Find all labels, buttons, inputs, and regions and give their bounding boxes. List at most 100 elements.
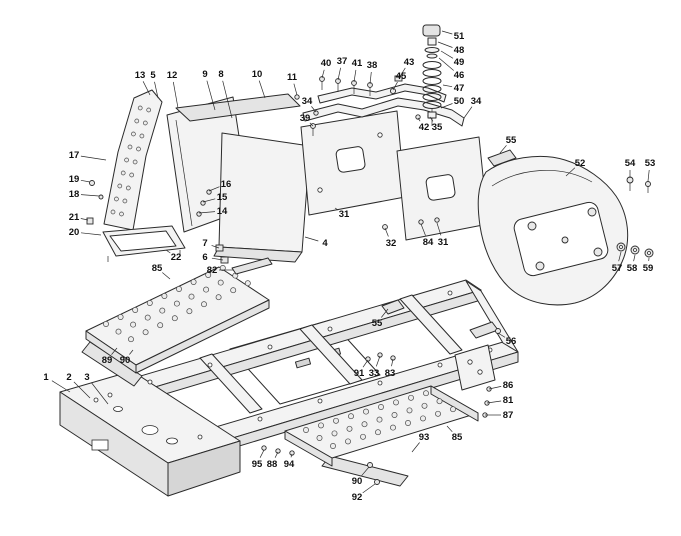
part-callout-55-49: 55 <box>372 318 383 329</box>
callout-leader-31-38 <box>334 207 339 211</box>
perforation-dot <box>119 211 124 217</box>
callout-leader-49-15 <box>440 50 454 59</box>
perforation-dot <box>120 170 126 176</box>
callout-leader-21-27 <box>80 218 89 221</box>
part-callout-56-50: 56 <box>506 336 517 347</box>
perforation-dot <box>376 416 383 423</box>
part-callout-53-45: 53 <box>645 158 656 169</box>
part-callout-40-7: 40 <box>321 58 332 69</box>
callout-leader-40-7 <box>321 69 325 79</box>
callout-leader-53-45 <box>647 169 650 182</box>
part-callout-17-24: 17 <box>69 150 80 161</box>
callout-leader-52-43 <box>565 167 576 177</box>
callout-leader-85-35 <box>162 272 171 280</box>
perforation-dot <box>122 198 128 204</box>
bottom-tray <box>102 225 186 262</box>
part-callout-88-65: 88 <box>267 459 278 470</box>
chassis-frame <box>59 279 519 497</box>
callout-leader-37-8 <box>337 67 341 81</box>
part-callout-83-58: 83 <box>385 368 396 379</box>
perforation-dot <box>173 300 180 307</box>
callout-leader-84-40 <box>420 223 426 236</box>
fender-cover <box>477 149 654 306</box>
perforation-dot <box>406 407 413 414</box>
perforation-dot <box>375 429 381 436</box>
part-callout-31-38: 31 <box>339 209 350 220</box>
part-callout-12-2: 12 <box>167 70 178 81</box>
perforation-dot <box>142 120 148 126</box>
callout-leader-33-57 <box>375 355 381 367</box>
callout-leader-43-11 <box>398 67 406 79</box>
part-callout-35-23: 35 <box>432 122 443 133</box>
perforation-dot <box>244 280 251 287</box>
perforation-dot <box>159 307 166 314</box>
perforation-dot <box>132 307 139 313</box>
callout-leader-38-10 <box>369 71 372 85</box>
perforation-dot <box>391 412 398 418</box>
perforation-dot <box>346 425 353 432</box>
part-callout-93-62: 93 <box>419 432 430 443</box>
perforation-dot <box>161 293 168 299</box>
part-callout-90-52: 90 <box>120 355 131 366</box>
part-callout-55-42: 55 <box>506 135 517 146</box>
part-callout-46-16: 46 <box>454 70 465 81</box>
left-perforated-bracket <box>86 89 163 231</box>
part-callout-33-57: 33 <box>369 368 380 379</box>
callout-leader-14-31 <box>198 211 216 214</box>
callout-leader-19-25 <box>80 179 91 183</box>
part-callout-82-34: 82 <box>207 265 218 276</box>
callout-leader-56-50 <box>497 332 506 338</box>
perforation-dot <box>171 315 178 322</box>
callout-leader-83-58 <box>391 358 394 367</box>
perforation-dot <box>137 105 143 111</box>
perforation-dot <box>219 265 226 271</box>
perforation-dot <box>144 314 151 321</box>
callout-leader-41-9 <box>353 69 357 83</box>
perforation-dot <box>128 336 134 343</box>
perforation-dot <box>423 390 429 397</box>
perforation-dot <box>131 131 136 137</box>
callout-leader-4-37 <box>304 236 319 242</box>
part-callout-86-59: 86 <box>503 380 514 391</box>
part-callout-13-0: 13 <box>135 70 146 81</box>
callout-leader-85-63 <box>446 425 453 433</box>
callout-leader-1-53 <box>51 380 71 393</box>
perforation-dot <box>130 321 137 328</box>
perforation-dot <box>124 157 129 163</box>
part-callout-87-61: 87 <box>503 410 514 421</box>
callout-leader-8-4 <box>222 80 233 119</box>
callout-leader-51-13 <box>441 30 453 35</box>
perforation-dot <box>318 422 324 429</box>
perforation-dot <box>132 159 138 165</box>
callout-leader-5-1 <box>154 81 159 99</box>
part-callout-85-63: 85 <box>452 432 463 443</box>
part-callout-9-3: 9 <box>202 69 207 80</box>
callout-leader-94-66 <box>290 453 293 458</box>
part-callout-92-68: 92 <box>352 492 363 503</box>
part-callout-47-17: 47 <box>454 83 465 94</box>
left-footrest-plate <box>81 265 270 387</box>
perforation-dot <box>217 279 224 286</box>
callout-leader-91-56 <box>362 359 369 368</box>
part-callout-16-29: 16 <box>221 179 232 190</box>
perforation-dot <box>420 415 426 422</box>
part-callout-11-6: 11 <box>287 72 298 83</box>
perforation-dot <box>363 408 369 415</box>
perforation-dot <box>333 417 339 424</box>
callout-leader-34-19 <box>463 106 473 119</box>
perforation-dot <box>230 287 237 294</box>
part-callout-8-4: 8 <box>218 69 223 80</box>
perforation-dot <box>186 308 193 315</box>
part-callout-50-18: 50 <box>454 96 465 107</box>
part-callout-41-9: 41 <box>352 58 363 69</box>
perforation-dot <box>345 438 351 445</box>
part-callout-1-53: 1 <box>43 372 49 383</box>
perforation-dot <box>331 430 338 437</box>
part-callout-90-67: 90 <box>352 476 363 487</box>
dash-side-panels <box>166 93 311 275</box>
part-callout-57-46: 57 <box>612 263 623 274</box>
perforation-dot <box>142 329 149 336</box>
perforation-dot <box>436 398 443 405</box>
